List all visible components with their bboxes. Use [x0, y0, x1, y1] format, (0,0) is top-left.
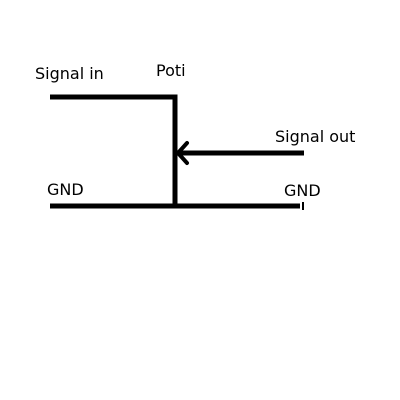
- signal-out-label: Signal out: [275, 127, 355, 146]
- signal-in-label: Signal in: [35, 64, 104, 83]
- gnd-left-label: GND: [47, 180, 84, 199]
- poti-label: Poti: [156, 61, 186, 80]
- wiper-arrowhead-icon: [176, 141, 189, 165]
- gnd-right-label: GND: [284, 181, 321, 200]
- signal-in-wire: [50, 94, 178, 100]
